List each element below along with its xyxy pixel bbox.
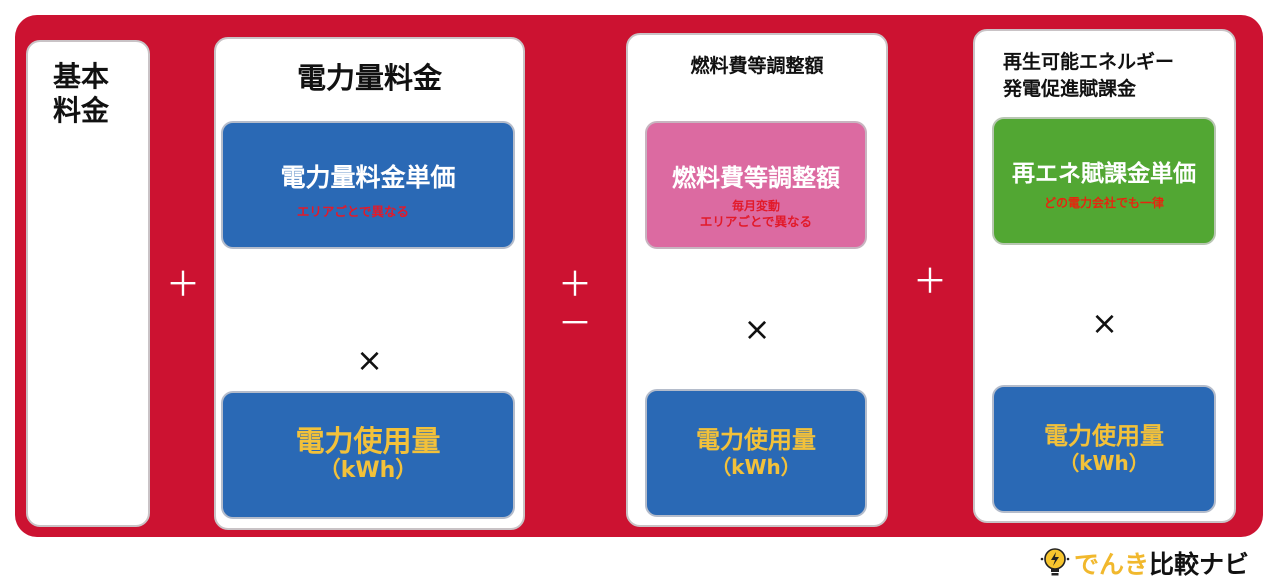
base-fee-card: 基本 料金 bbox=[26, 40, 150, 527]
renewable-levy-title-2: 発電促進賦課金 bbox=[1003, 78, 1137, 100]
plus-operator-2: ＋ bbox=[558, 265, 592, 305]
renewable-unit-price-box: 再エネ賦課金単価 どの電力会社でも一律 bbox=[992, 117, 1216, 245]
brand-logo: でんき 比較ナビ bbox=[1040, 545, 1249, 581]
times-operator-renewable: × bbox=[1091, 304, 1118, 342]
energy-unit-price-label: 電力量料金単価 bbox=[280, 162, 456, 192]
renewable-unit-price-label: 再エネ賦課金単価 bbox=[1012, 161, 1196, 188]
base-fee-title: 基本 料金 bbox=[53, 60, 110, 127]
fuel-usage-box: 電力使用量 （kWh） bbox=[645, 389, 867, 517]
energy-charge-title: 電力量料金 bbox=[296, 61, 442, 95]
brand-name-kanji: 比較ナビ bbox=[1149, 550, 1250, 579]
renewable-levy-title-1: 再生可能エネルギー bbox=[1003, 51, 1175, 73]
energy-usage-box: 電力使用量 （kWh） bbox=[221, 391, 515, 519]
fuel-unit-price-note-2: エリアごとで異なる bbox=[699, 214, 813, 230]
energy-usage-unit: （kWh） bbox=[318, 458, 418, 484]
energy-unit-price-box: 電力量料金単価 エリアごとで異なる bbox=[221, 121, 515, 249]
minus-operator-2: － bbox=[558, 304, 592, 344]
lightbulb-bolt-icon bbox=[1040, 548, 1070, 576]
fuel-usage-label: 電力使用量 bbox=[696, 426, 816, 455]
fuel-unit-price-label: 燃料費等調整額 bbox=[672, 163, 840, 192]
times-operator-energy: × bbox=[356, 341, 383, 379]
fuel-unit-price-note-1: 毎月変動 bbox=[731, 198, 780, 213]
times-operator-fuel: × bbox=[743, 310, 771, 348]
brand-name-kana: でんき bbox=[1074, 550, 1150, 579]
renewable-usage-unit: （kWh） bbox=[1059, 450, 1149, 475]
plus-operator-3: ＋ bbox=[913, 262, 947, 302]
renewable-usage-label: 電力使用量 bbox=[1044, 422, 1164, 451]
energy-charge-card: 電力量料金 電力量料金単価 エリアごとで異なる × 電力使用量 （kWh） bbox=[214, 37, 525, 530]
renewable-levy-card: 再生可能エネルギー 発電促進賦課金 再エネ賦課金単価 どの電力会社でも一律 × … bbox=[973, 29, 1236, 523]
plus-operator-1: ＋ bbox=[166, 265, 200, 305]
fuel-adjustment-title: 燃料費等調整額 bbox=[690, 55, 824, 77]
renewable-unit-price-note: どの電力会社でも一律 bbox=[1043, 196, 1164, 211]
energy-unit-price-note: エリアごとで異なる bbox=[296, 203, 410, 219]
renewable-usage-box: 電力使用量 （kWh） bbox=[992, 385, 1216, 513]
energy-usage-label: 電力使用量 bbox=[295, 424, 441, 459]
fuel-adjustment-card: 燃料費等調整額 燃料費等調整額 毎月変動 エリアごとで異なる × 電力使用量 （… bbox=[626, 33, 888, 527]
fuel-usage-unit: （kWh） bbox=[711, 454, 801, 479]
fuel-unit-price-box: 燃料費等調整額 毎月変動 エリアごとで異なる bbox=[645, 121, 867, 249]
